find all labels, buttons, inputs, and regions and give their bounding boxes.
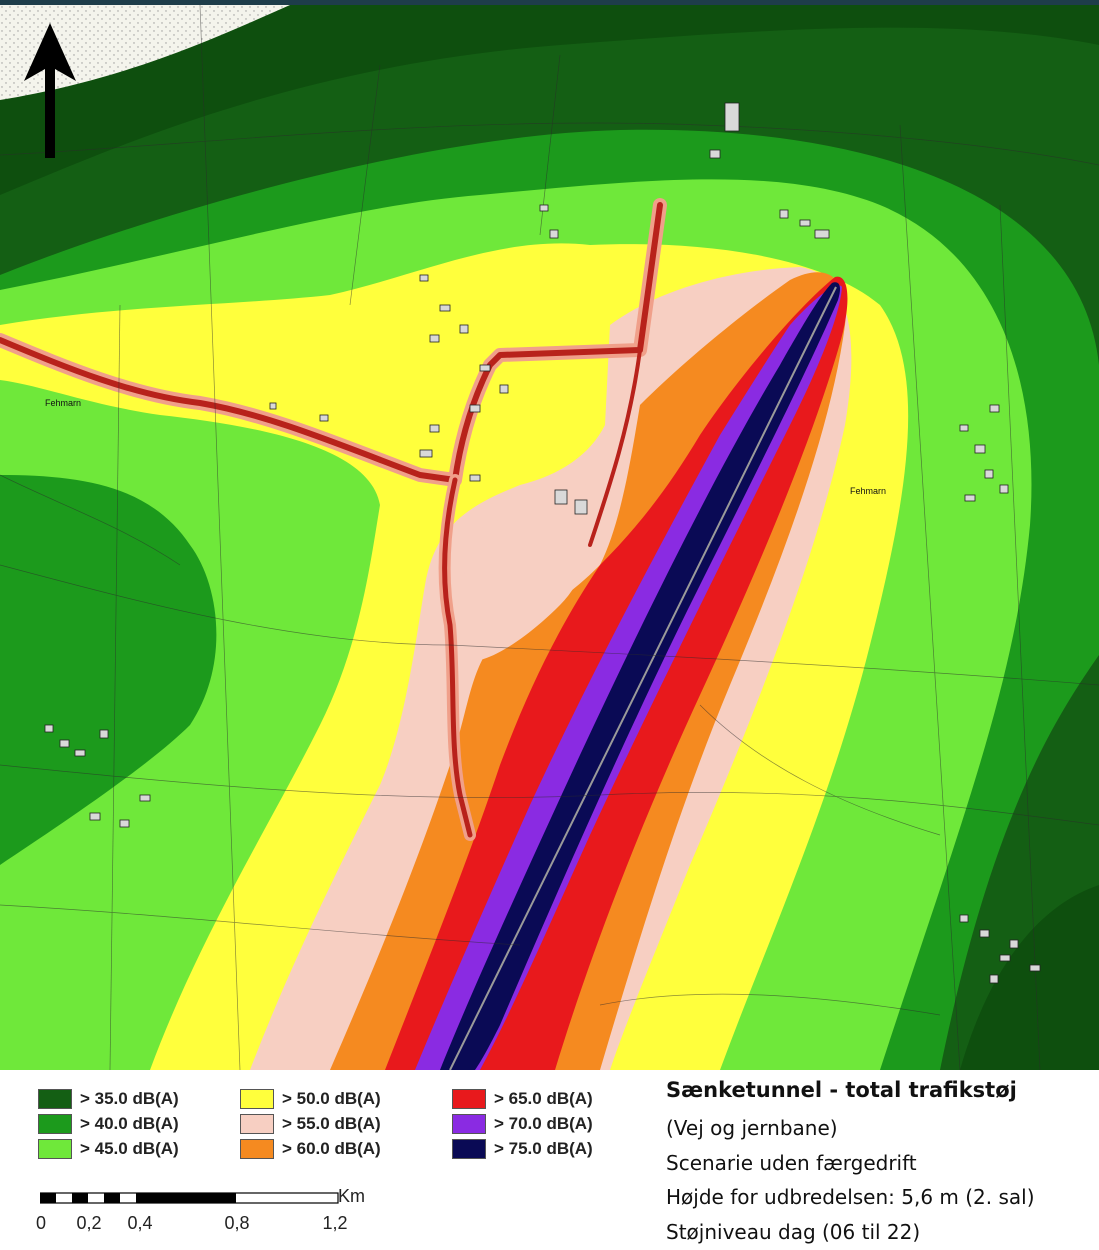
legend-item-35: > 35.0 dB(A) (38, 1088, 179, 1110)
scale-tick: 1,2 (322, 1213, 348, 1233)
legend-item-65: > 65.0 dB(A) (452, 1088, 593, 1110)
zone-55-island (464, 475, 605, 660)
noise-map[interactable]: Fehmarn Fehmarn (0, 5, 1099, 1070)
legend-panel (0, 1070, 1099, 1250)
legend-swatch (240, 1114, 274, 1134)
legend-swatch (240, 1089, 274, 1109)
legend-label: > 75.0 dB(A) (494, 1139, 593, 1158)
north-arrow-icon (24, 23, 76, 158)
legend-swatch (38, 1139, 72, 1159)
legend-item-70: > 70.0 dB(A) (452, 1113, 593, 1135)
legend-swatch (240, 1139, 274, 1159)
legend-item-45: > 45.0 dB(A) (38, 1138, 179, 1160)
legend-swatch (452, 1139, 486, 1159)
place-label-east: Fehmarn (850, 486, 887, 496)
scale-unit: Km (338, 1186, 365, 1206)
legend-item-55: > 55.0 dB(A) (240, 1113, 381, 1135)
legend-label: > 35.0 dB(A) (80, 1089, 179, 1108)
field-lines (0, 5, 1099, 1070)
info-line-3: Højde for udbredelsen: 5,6 m (2. sal) (666, 1185, 1035, 1209)
legend-item-50: > 50.0 dB(A) (240, 1088, 381, 1110)
local-roads (0, 198, 667, 841)
rail-line (449, 286, 837, 1070)
legend-label: > 50.0 dB(A) (282, 1089, 381, 1108)
legend-swatch (38, 1114, 72, 1134)
zone-75 (440, 282, 840, 1070)
settlement-buildings (44, 102, 1041, 984)
legend-label: > 45.0 dB(A) (80, 1139, 179, 1158)
legend-swatch (452, 1089, 486, 1109)
legend-label: > 65.0 dB(A) (494, 1089, 593, 1108)
scale-bar (40, 1192, 339, 1204)
legend-label: > 55.0 dB(A) (282, 1114, 381, 1133)
legend-label: > 60.0 dB(A) (282, 1139, 381, 1158)
legend-item-60: > 60.0 dB(A) (240, 1138, 381, 1160)
place-label-west: Fehmarn (45, 398, 82, 408)
legend-label: > 70.0 dB(A) (494, 1114, 593, 1133)
legend-item-75: > 75.0 dB(A) (452, 1138, 593, 1160)
map-title: Sænketunnel - total trafikstøj (666, 1078, 1017, 1102)
top-border (0, 0, 1099, 5)
scale-tick: 0,2 (76, 1213, 102, 1233)
scale-tick: 0 (35, 1213, 47, 1233)
legend-swatch (452, 1114, 486, 1134)
noise-contour-map (0, 5, 1099, 1070)
legend-swatch (38, 1089, 72, 1109)
legend-label: > 40.0 dB(A) (80, 1114, 179, 1133)
scale-tick: 0,4 (127, 1213, 153, 1233)
scale-tick: 0,8 (224, 1213, 250, 1233)
info-line-4: Støjniveau dag (06 til 22) (666, 1220, 921, 1244)
legend-item-40: > 40.0 dB(A) (38, 1113, 179, 1135)
info-line-1: (Vej og jernbane) (666, 1116, 838, 1140)
info-line-2: Scenarie uden færgedrift (666, 1151, 917, 1175)
